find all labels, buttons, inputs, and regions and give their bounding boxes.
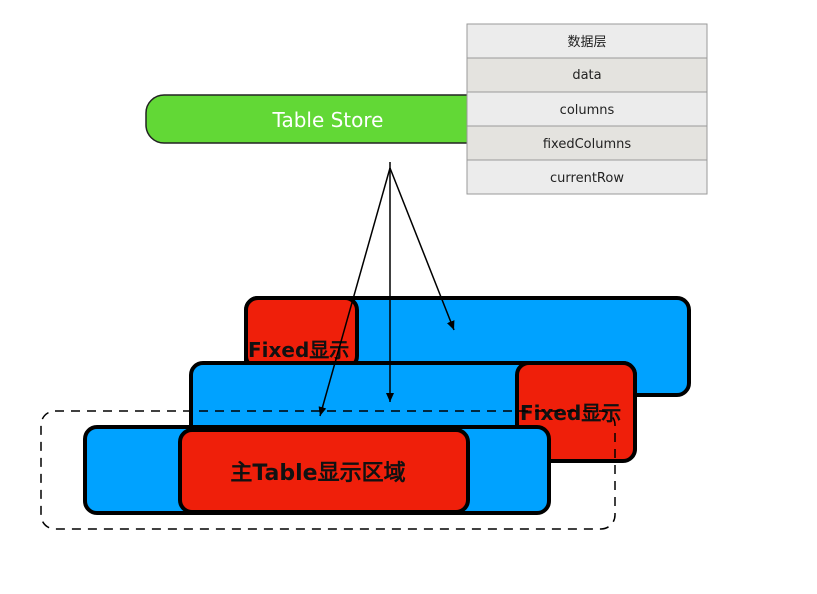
data-layer-row-cell bbox=[466, 159, 708, 195]
arrow-to-main-layer bbox=[318, 167, 391, 417]
data-layer-table: 数据层 data columns fixedColumns currentRow bbox=[466, 23, 708, 195]
table-store-label: Table Store bbox=[272, 108, 384, 132]
data-layer-header: 数据层 bbox=[567, 35, 606, 50]
main-table-label: 主Table显示区域 bbox=[230, 460, 405, 486]
main-table-layer: 主Table显示区域 bbox=[83, 425, 551, 515]
back-fixed-label: Fixed显示 bbox=[248, 338, 349, 362]
main-table-dashed-outline bbox=[40, 410, 616, 530]
data-layer-header-cell bbox=[466, 23, 708, 59]
table-store-node: Table Store bbox=[145, 94, 512, 144]
store-connectors bbox=[318, 162, 455, 417]
arrow-to-back-layer bbox=[389, 167, 455, 331]
data-layer-row-columns: columns bbox=[560, 103, 615, 118]
data-layer-row-cell bbox=[466, 91, 708, 127]
data-layer-row-data: data bbox=[572, 68, 601, 83]
data-layer-row-current-row: currentRow bbox=[550, 171, 624, 186]
data-layer-row-cell bbox=[466, 57, 708, 93]
data-layer-row-fixed-columns: fixedColumns bbox=[543, 137, 632, 152]
middle-fixed-label: Fixed显示 bbox=[520, 401, 621, 425]
main-red-panel bbox=[178, 428, 470, 514]
